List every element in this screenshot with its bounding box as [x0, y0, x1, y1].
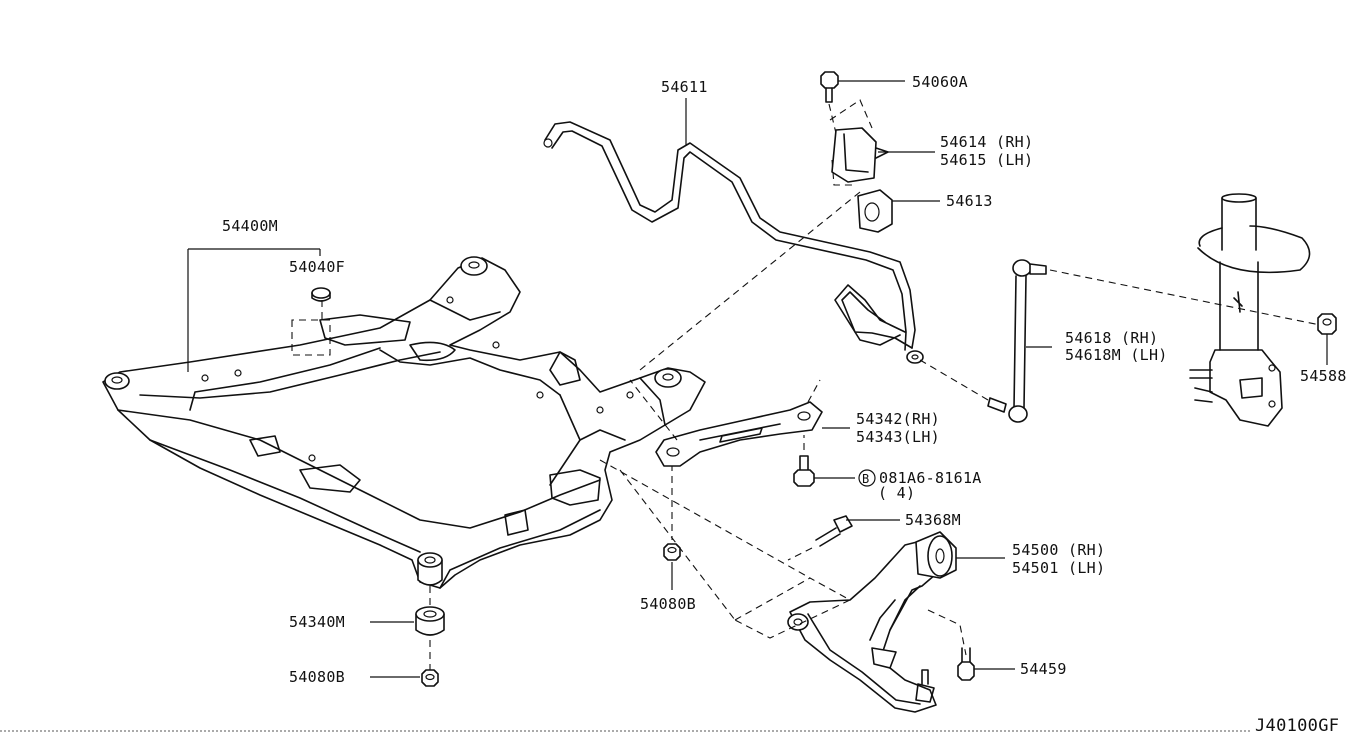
- label-bracket-bolt: 54060A: [912, 73, 968, 91]
- label-link-nut: 54588: [1300, 367, 1347, 385]
- label-lower-arm-rh: 54500 (RH): [1012, 541, 1105, 559]
- crossmember-plug-drawing: [311, 287, 331, 302]
- lower-nut-drawing: [421, 669, 439, 687]
- label-balljoint-bolt: 54459: [1020, 660, 1067, 678]
- label-link-rh: 54618 (RH): [1065, 329, 1158, 347]
- label-bracket-rh: 54614 (RH): [940, 133, 1033, 151]
- label-arm-bolt: 54368M: [905, 511, 961, 529]
- label-stabilizer-bushing: 54613: [946, 192, 993, 210]
- stabilizer-bar-drawing: [543, 121, 924, 364]
- label-lower-arm-lh: 54501 (LH): [1012, 559, 1105, 577]
- label-stay-bolt: 081A6-8161A: [879, 469, 982, 487]
- mount-insulator-drawing: [415, 586, 445, 670]
- label-crossmember: 54400M: [222, 217, 278, 235]
- stabilizer-link-drawing: [919, 259, 1321, 423]
- label-stay-lh: 54343(LH): [856, 428, 940, 446]
- crossmember-drawing: [102, 256, 706, 589]
- center-nut-drawing: [663, 452, 681, 590]
- label-mount-insulator: 54340M: [289, 613, 345, 631]
- link-nut-drawing: [1317, 313, 1337, 335]
- label-stay-rh: 54342(RH): [856, 410, 940, 428]
- label-bracket-lh: 54615 (LH): [940, 151, 1033, 169]
- label-link-lh: 54618M (LH): [1065, 346, 1168, 364]
- lower-arm-drawing: [599, 459, 967, 713]
- bolt-symbol-letter: B: [862, 472, 870, 486]
- arm-bolt-drawing: [787, 515, 853, 561]
- strut-reference-drawing: [1189, 193, 1311, 427]
- label-stay-bolt-qty: ( 4): [878, 484, 915, 502]
- balljoint-bolt-drawing: [957, 647, 975, 681]
- label-stabilizer-bar: 54611: [661, 78, 708, 96]
- drawing-code: J40100GF: [1255, 716, 1339, 736]
- bolt-symbol-circle: [858, 469, 876, 487]
- label-crossmember-plug: 54040F: [289, 258, 345, 276]
- stabilizer-bushing-drawing: [857, 189, 893, 233]
- leader-lines: [187, 80, 1328, 678]
- stay-bolt-drawing: [793, 435, 815, 487]
- stabilizer-bracket-drawing: [829, 99, 889, 186]
- stay-drawing: [629, 379, 823, 467]
- label-lower-nut: 54080B: [289, 668, 345, 686]
- label-center-nut: 54080B: [640, 595, 696, 613]
